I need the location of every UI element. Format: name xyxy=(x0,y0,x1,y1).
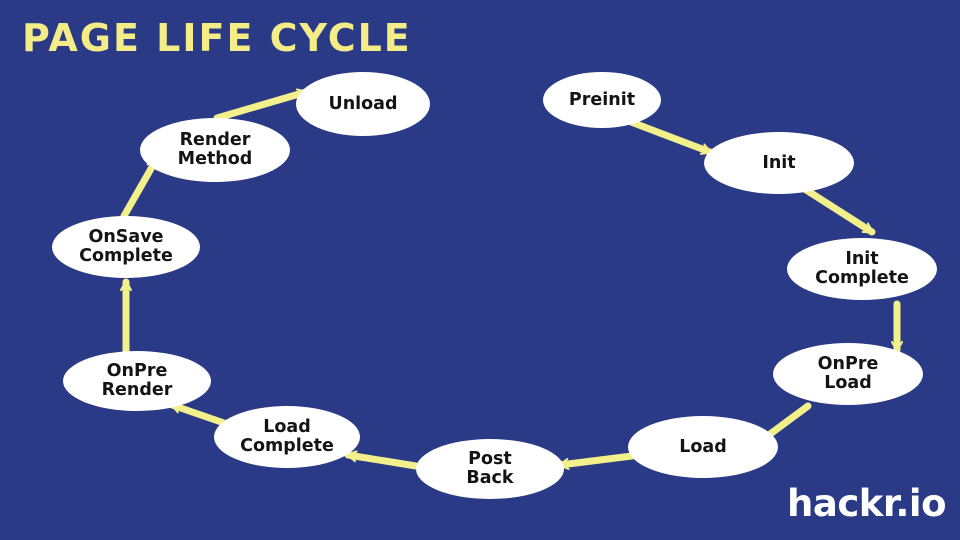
node-post-back[interactable]: Post Back xyxy=(416,439,564,499)
node-unload[interactable]: Unload xyxy=(296,72,430,136)
arrow-load-to-post-back xyxy=(556,452,636,470)
node-load[interactable]: Load xyxy=(628,416,778,478)
hackr-io-logo: hackr.io xyxy=(787,482,946,525)
node-load-complete[interactable]: Load Complete xyxy=(214,406,360,468)
node-render-method[interactable]: Render Method xyxy=(140,118,290,182)
node-onpre-render[interactable]: OnPre Render xyxy=(63,351,211,411)
arrow-onsave-complete-to-render-method xyxy=(120,156,160,220)
node-onpre-load[interactable]: OnPre Load xyxy=(773,343,923,405)
page-title: PAGE LIFE CYCLE xyxy=(22,16,412,60)
arrow-post-back-to-load-complete xyxy=(344,450,420,470)
arrow-render-method-to-unload xyxy=(213,88,310,122)
node-init-complete[interactable]: Init Complete xyxy=(787,238,937,300)
node-preinit[interactable]: Preinit xyxy=(543,72,661,128)
arrow-init-to-init-complete xyxy=(796,182,876,236)
node-init[interactable]: Init xyxy=(704,132,854,194)
arrow-preinit-to-init xyxy=(627,118,714,156)
node-onsave-complete[interactable]: OnSave Complete xyxy=(52,216,200,278)
